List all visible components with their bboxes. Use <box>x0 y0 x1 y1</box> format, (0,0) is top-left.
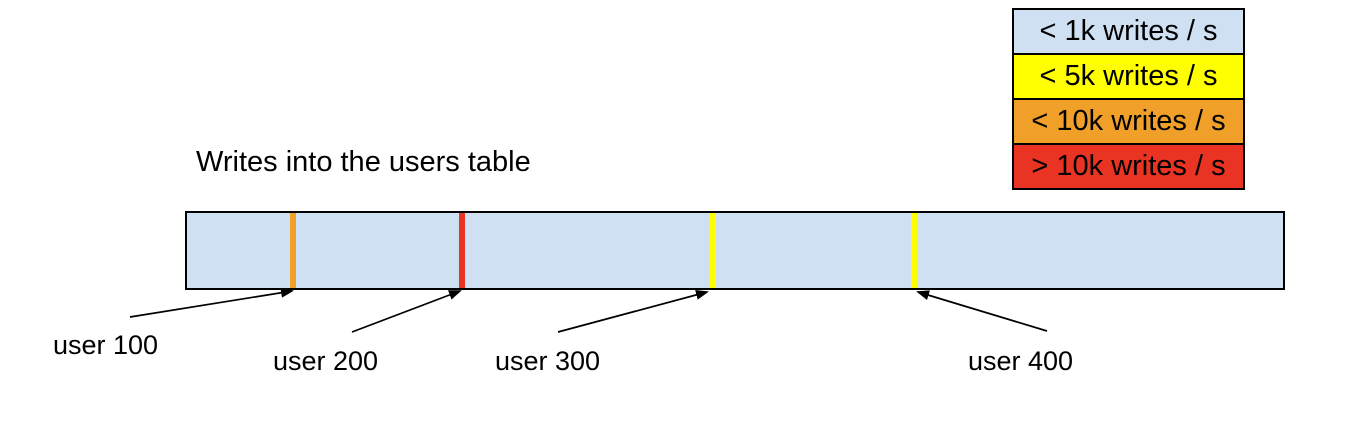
label-user-100: user 100 <box>53 330 159 360</box>
legend-item-lt-1k: < 1k writes / s <box>1012 8 1245 55</box>
diagram-title: Writes into the users table <box>196 146 531 178</box>
arrow-user-100 <box>129 287 294 318</box>
arrow-user-200 <box>351 290 462 333</box>
legend-item-label: < 1k writes / s <box>1039 15 1218 47</box>
legend-item-label: < 5k writes / s <box>1039 60 1218 92</box>
legend-item-label: < 10k writes / s <box>1031 105 1226 137</box>
legend-item-lt-5k: < 5k writes / s <box>1012 53 1245 100</box>
legend: < 1k writes / s < 5k writes / s < 10k wr… <box>1012 8 1245 190</box>
legend-item-gt-10k: > 10k writes / s <box>1012 143 1245 190</box>
hotspot-marker-user-300 <box>710 213 716 288</box>
label-user-300: user 300 <box>495 346 601 376</box>
hotspot-marker-user-200 <box>459 213 465 288</box>
legend-item-lt-10k: < 10k writes / s <box>1012 98 1245 145</box>
label-user-400: user 400 <box>968 346 1074 376</box>
legend-item-label: > 10k writes / s <box>1031 150 1226 182</box>
users-table-bar <box>185 211 1285 290</box>
hotspot-marker-user-400 <box>911 213 917 288</box>
arrow-user-400 <box>916 290 1048 332</box>
arrow-user-300 <box>557 290 709 333</box>
label-user-200: user 200 <box>273 346 379 376</box>
hotspot-marker-user-100 <box>290 213 296 288</box>
